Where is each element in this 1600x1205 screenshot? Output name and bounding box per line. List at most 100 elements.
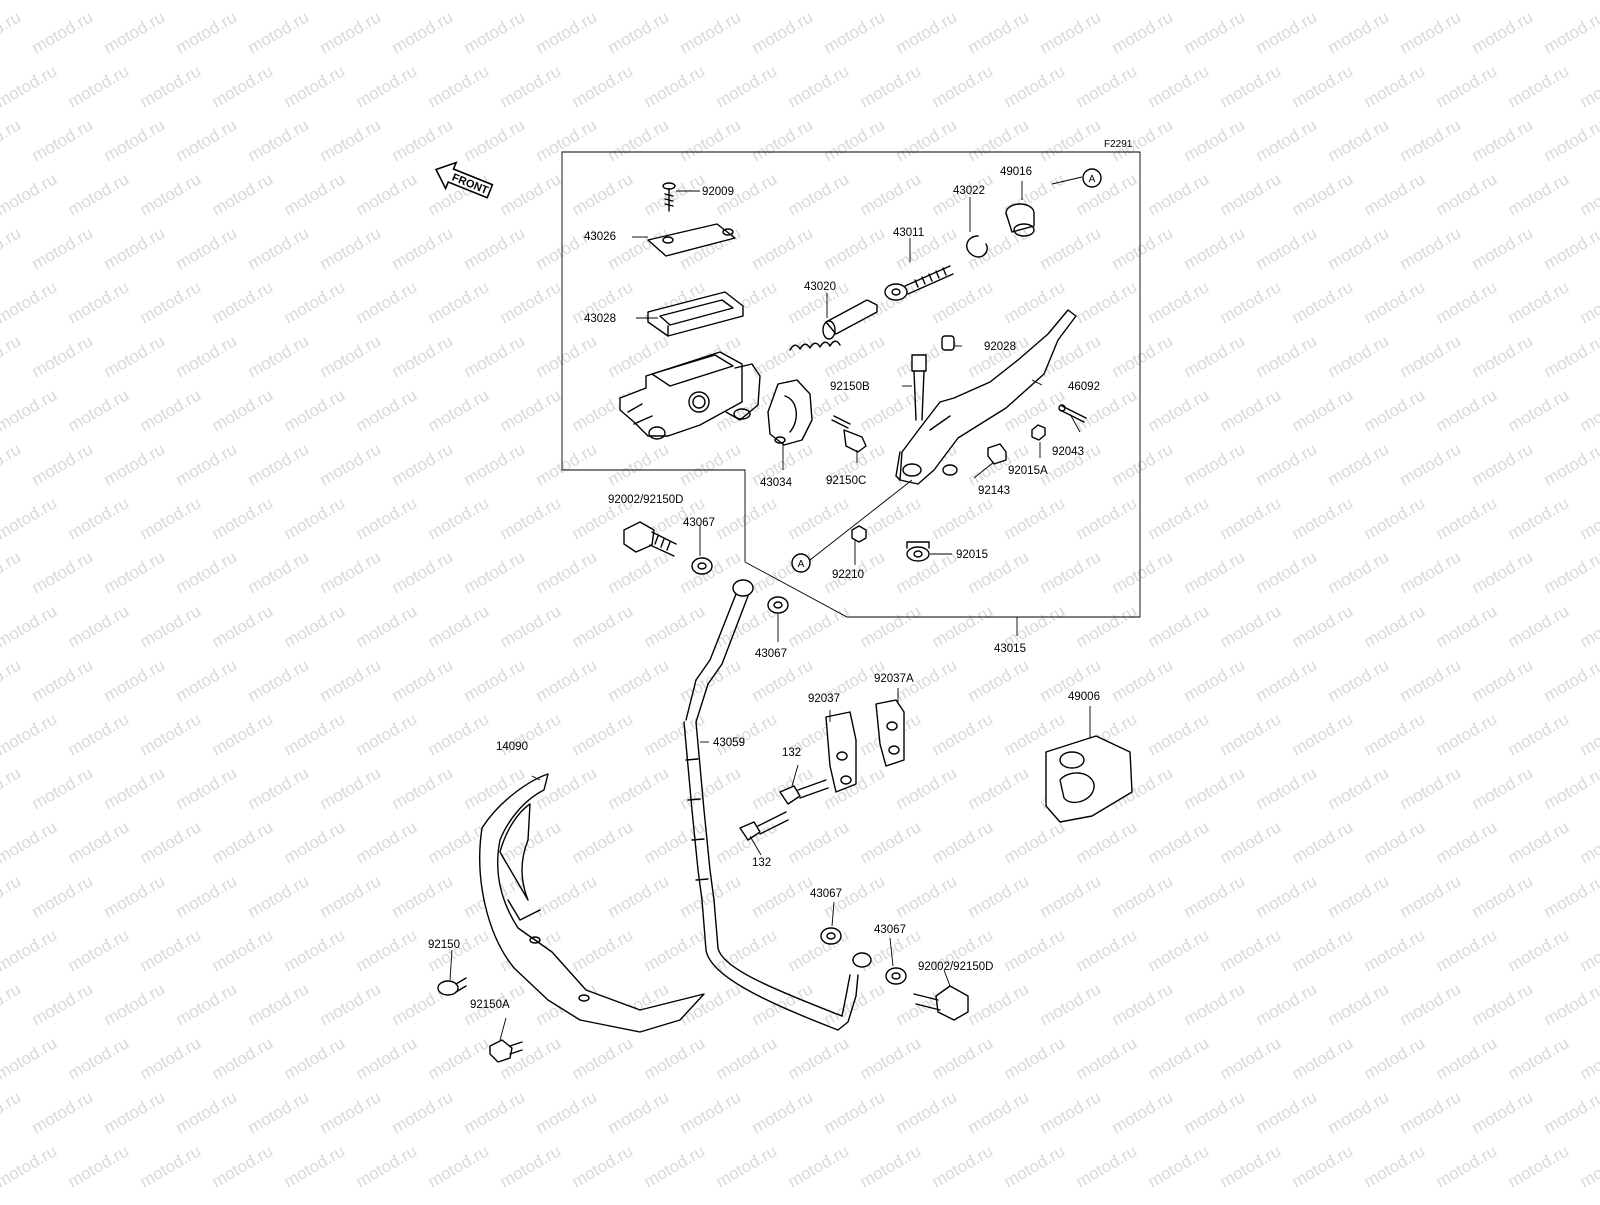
watermark-text: motod.ru <box>965 7 1033 57</box>
watermark-text: motod.ru <box>317 7 385 57</box>
watermark-text: motod.ru <box>1361 709 1429 759</box>
watermark-text: motod.ru <box>1505 601 1573 651</box>
watermark-text: motod.ru <box>1073 1033 1141 1083</box>
watermark-text: motod.ru <box>569 1033 637 1083</box>
watermark-text: motod.ru <box>677 439 745 489</box>
watermark-text: motod.ru <box>1505 169 1573 219</box>
watermark-text: motod.ru <box>1253 7 1321 57</box>
watermark-text: motod.ru <box>0 277 60 327</box>
watermark-text: motod.ru <box>569 169 637 219</box>
watermark-text: motod.ru <box>1109 871 1177 921</box>
callout-a-bottom: A <box>792 554 810 572</box>
watermark-text: motod.ru <box>1217 1141 1285 1191</box>
watermark-text: motod.ru <box>137 61 205 111</box>
watermark-text: motod.ru <box>1289 601 1357 651</box>
washer-43067-d <box>886 968 906 984</box>
watermark-text: motod.ru <box>65 925 133 975</box>
label-46092: 46092 <box>1068 381 1100 393</box>
watermark-text: motod.ru <box>425 709 493 759</box>
watermark-text: motod.ru <box>209 1141 277 1191</box>
label-92143: 92143 <box>978 485 1010 497</box>
watermark-text: motod.ru <box>281 385 349 435</box>
watermark-text: motod.ru <box>0 925 60 975</box>
watermark-text: motod.ru <box>173 115 241 165</box>
watermark-text: motod.ru <box>497 61 565 111</box>
label-49006: 49006 <box>1068 691 1100 703</box>
watermark-text: motod.ru <box>0 871 24 921</box>
watermark-text: motod.ru <box>137 925 205 975</box>
watermark-text: motod.ru <box>1217 493 1285 543</box>
watermark-text: motod.ru <box>1181 547 1249 597</box>
watermark-text: motod.ru <box>245 223 313 273</box>
label-92037A: 92037A <box>874 673 914 685</box>
label-92002-92150D-bottom: 92002/92150D <box>918 961 993 973</box>
svg-text:A: A <box>1089 174 1096 185</box>
watermark-text: motod.ru <box>137 277 205 327</box>
watermark-text: motod.ru <box>785 1141 853 1191</box>
watermark-text: motod.ru <box>641 1033 709 1083</box>
watermark-text: motod.ru <box>569 817 637 867</box>
watermark-text: motod.ru <box>1217 61 1285 111</box>
watermark-text: motod.ru <box>1253 547 1321 597</box>
watermark-text: motod.ru <box>0 817 60 867</box>
label-43028: 43028 <box>584 313 616 325</box>
watermark-text: motod.ru <box>1325 439 1393 489</box>
watermark-text: motod.ru <box>389 115 457 165</box>
watermark-text: motod.ru <box>1505 1033 1573 1083</box>
watermark-text: motod.ru <box>173 439 241 489</box>
watermark-text: motod.ru <box>1217 817 1285 867</box>
watermark-text: motod.ru <box>353 1033 421 1083</box>
watermark-text: motod.ru <box>389 547 457 597</box>
watermark-text: motod.ru <box>245 331 313 381</box>
watermark-text: motod.ru <box>1217 277 1285 327</box>
collar-92028 <box>942 336 954 350</box>
watermark-text: motod.ru <box>1361 385 1429 435</box>
watermark-text: motod.ru <box>1181 223 1249 273</box>
watermark-text: motod.ru <box>1505 0 1573 3</box>
watermark-text: motod.ru <box>1001 61 1069 111</box>
watermark-text: motod.ru <box>0 601 60 651</box>
watermark-text: motod.ru <box>821 1087 889 1137</box>
watermark-text: motod.ru <box>533 871 601 921</box>
watermark-text: motod.ru <box>209 493 277 543</box>
watermark-text: motod.ru <box>137 169 205 219</box>
watermark-text: motod.ru <box>749 115 817 165</box>
watermark-text: motod.ru <box>1577 1141 1600 1191</box>
watermark-text: motod.ru <box>1433 0 1501 3</box>
watermark-text: motod.ru <box>425 277 493 327</box>
watermark-text: motod.ru <box>785 0 853 3</box>
watermark-text: motod.ru <box>929 709 997 759</box>
watermark-text: motod.ru <box>1469 331 1537 381</box>
watermark-text: motod.ru <box>1325 871 1393 921</box>
label-43034: 43034 <box>760 477 793 489</box>
watermark-text: motod.ru <box>1433 925 1501 975</box>
watermark-text: motod.ru <box>929 61 997 111</box>
watermark-text: motod.ru <box>1253 331 1321 381</box>
watermark-text: motod.ru <box>1289 61 1357 111</box>
watermark-text: motod.ru <box>29 115 97 165</box>
watermark-text: motod.ru <box>1001 277 1069 327</box>
watermark-text: motod.ru <box>209 169 277 219</box>
label-43067-c: 43067 <box>810 888 842 900</box>
watermark-text: motod.ru <box>1397 547 1465 597</box>
label-92043: 92043 <box>1052 446 1084 458</box>
pivot-bolt-92150B <box>912 355 926 420</box>
watermark-text: motod.ru <box>101 547 169 597</box>
watermark-text: motod.ru <box>1577 709 1600 759</box>
watermark-text: motod.ru <box>1145 709 1213 759</box>
watermark-text: motod.ru <box>1325 655 1393 705</box>
watermark-text: motod.ru <box>173 1087 241 1137</box>
label-43067-d: 43067 <box>874 924 906 936</box>
watermark-text: motod.ru <box>1397 115 1465 165</box>
watermark-text: motod.ru <box>65 277 133 327</box>
washer-43067-a <box>692 558 712 574</box>
watermark-text: motod.ru <box>425 1141 493 1191</box>
watermark-text: motod.ru <box>1325 331 1393 381</box>
watermark-text: motod.ru <box>569 0 637 3</box>
watermark-text: motod.ru <box>389 7 457 57</box>
watermark-text: motod.ru <box>1253 871 1321 921</box>
watermark-text: motod.ru <box>533 7 601 57</box>
watermark-text: motod.ru <box>1505 817 1573 867</box>
watermark-text: motod.ru <box>533 439 601 489</box>
watermark-text: motod.ru <box>1325 547 1393 597</box>
